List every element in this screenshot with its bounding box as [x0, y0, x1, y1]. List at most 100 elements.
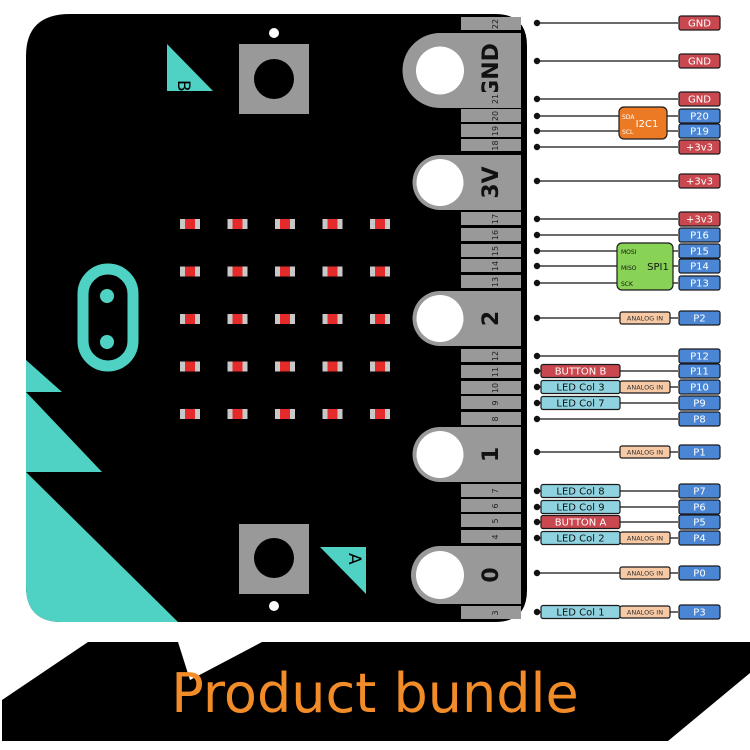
pin-label: P16	[678, 227, 721, 243]
svg-text:LED Col 7: LED Col 7	[556, 399, 604, 410]
led	[180, 409, 200, 419]
svg-text:MISO: MISO	[621, 265, 637, 272]
svg-text:P15: P15	[690, 247, 709, 258]
edge-pin-number: 11	[491, 367, 500, 377]
pin-label: P10	[678, 379, 721, 395]
led	[322, 361, 343, 372]
led-matrix	[180, 219, 390, 419]
accent-stripe-3	[26, 472, 178, 622]
edge-pin-number: 10	[491, 383, 500, 393]
svg-text:P0: P0	[693, 569, 705, 580]
edge-big-pad[interactable]: 3V	[412, 155, 521, 210]
pinout-row	[533, 95, 678, 103]
svg-text:P5: P5	[693, 518, 705, 529]
svg-text:GND: GND	[688, 19, 711, 30]
svg-text:LED Col 8: LED Col 8	[556, 487, 604, 498]
edge-pin-number: 17	[491, 214, 500, 224]
pin-label: P2	[678, 310, 721, 326]
led	[275, 361, 295, 372]
svg-text:LED Col 1: LED Col 1	[556, 608, 604, 619]
button-b-cap[interactable]	[254, 59, 294, 99]
edge-pin-number: 4	[491, 534, 500, 539]
pinout-row	[533, 231, 678, 239]
button-function-label: BUTTON B	[540, 363, 621, 379]
svg-text:P4: P4	[693, 534, 705, 545]
edge-pin-strip: 13	[461, 275, 521, 288]
led	[180, 361, 200, 372]
edge-pin-strip: 22	[461, 17, 521, 30]
pin-label: P8	[678, 411, 721, 427]
svg-text:ANALOG IN: ANALOG IN	[627, 608, 663, 616]
svg-text:P19: P19	[690, 127, 709, 138]
edge-pin-number: 22	[491, 19, 500, 29]
svg-text:P7: P7	[693, 487, 705, 498]
led	[322, 219, 343, 229]
led	[227, 219, 248, 229]
svg-text:SDA: SDA	[622, 114, 635, 121]
led	[370, 266, 390, 277]
led	[370, 361, 390, 372]
edge-pin-strip: 21	[461, 92, 521, 105]
analog-in-label: ANALOG IN	[619, 311, 671, 325]
button-function-label: BUTTON A	[540, 514, 621, 530]
edge-big-pad[interactable]: 0	[411, 546, 521, 604]
svg-text:P8: P8	[693, 415, 705, 426]
edge-pin-number: 19	[491, 126, 500, 136]
edge-pad-label: 2	[479, 311, 504, 326]
svg-text:ANALOG IN: ANALOG IN	[627, 448, 663, 456]
svg-text:P1: P1	[693, 448, 705, 459]
edge-pin-number: 7	[491, 488, 500, 493]
edge-pin-strip: 20	[461, 109, 521, 122]
board: B A 22GND212019183V171615141321211109817…	[26, 14, 527, 622]
edge-pin-strip: 17	[461, 212, 521, 225]
svg-text:+3v3: +3v3	[686, 215, 713, 226]
pin-label: P14	[678, 258, 721, 274]
edge-pin-strip: 18	[461, 139, 521, 151]
edge-pin-number: 5	[491, 518, 500, 523]
led-function-label: LED Col 3	[540, 379, 621, 395]
accent-stripe-1	[26, 360, 62, 392]
edge-pin-strip: 16	[461, 228, 521, 241]
pin-label: +3v3	[678, 139, 721, 155]
edge-pin-number: 20	[491, 111, 500, 121]
pin-label: GND	[678, 53, 721, 69]
svg-text:SCL: SCL	[622, 129, 634, 136]
svg-text:ANALOG IN: ANALOG IN	[627, 383, 663, 391]
banner: Product bundle	[2, 642, 750, 741]
edge-pin-number: 14	[491, 261, 500, 271]
edge-big-pad[interactable]: 2	[412, 291, 521, 346]
pin-label: GND	[678, 15, 721, 31]
svg-text:SPI1: SPI1	[647, 262, 669, 273]
edge-pad-label: 0	[479, 567, 504, 582]
button-a-cap[interactable]	[254, 538, 294, 578]
svg-text:P10: P10	[690, 383, 709, 394]
pinout-row	[533, 57, 678, 65]
svg-text:P20: P20	[690, 112, 709, 123]
edge-pin-number: 6	[491, 503, 500, 508]
led	[370, 409, 390, 419]
edge-big-pad[interactable]: GND	[402, 33, 522, 108]
led	[227, 266, 248, 277]
led-function-label: LED Col 8	[540, 483, 621, 499]
svg-text:P11: P11	[690, 367, 709, 378]
edge-pad-label: 1	[479, 447, 504, 462]
button-a-label: A	[344, 553, 364, 565]
edge-big-pad[interactable]: 1	[412, 427, 521, 482]
svg-text:ANALOG IN: ANALOG IN	[627, 534, 663, 542]
edge-pin-strip: 11	[461, 365, 521, 378]
edge-pin-number: 18	[491, 140, 500, 150]
pinout-row	[533, 415, 678, 423]
pin-label: P7	[678, 483, 721, 499]
pinout-row	[533, 143, 678, 151]
pin-label: P9	[678, 395, 721, 411]
edge-pad-label: GND	[479, 43, 504, 98]
svg-text:P13: P13	[690, 279, 709, 290]
svg-text:ANALOG IN: ANALOG IN	[627, 569, 663, 577]
pin-label: P1	[678, 444, 721, 460]
led	[275, 266, 295, 277]
svg-text:+3v3: +3v3	[686, 143, 713, 154]
edge-pin-strip: 9	[461, 396, 521, 409]
led	[180, 314, 200, 324]
pin-label: +3v3	[678, 211, 721, 227]
